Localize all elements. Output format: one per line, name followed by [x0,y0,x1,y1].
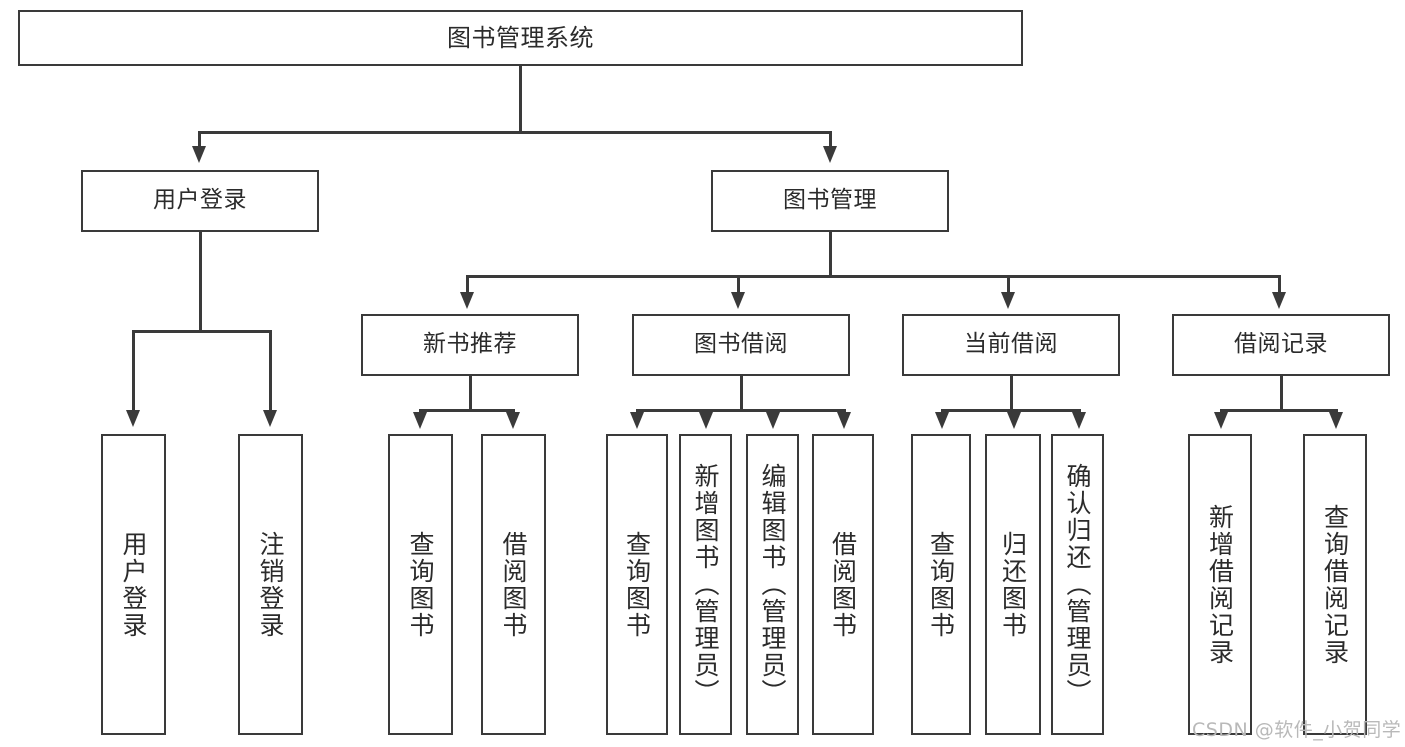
node-label: 查询图书 [406,530,435,639]
node-new-book-recommend[interactable]: 新书推荐 [361,314,579,376]
connector-current-to-leaf-3 [1078,409,1081,414]
arrow-to-user-login [192,146,206,163]
connector-user-login-bus [132,330,269,333]
node-current-borrow[interactable]: 当前借阅 [902,314,1120,376]
leaf-query-books-borrow[interactable]: 查询图书 [606,434,668,735]
arrow-to-leaf-confirm-return [1072,412,1086,429]
connector-book-mgmt-bus [466,275,1281,278]
connector-records-to-leaf-2 [1335,409,1338,414]
connector-root-to-book-mgmt [829,131,832,148]
leaf-add-borrow-record[interactable]: 新增借阅记录 [1188,434,1252,735]
node-label: 借阅图书 [499,530,528,639]
leaf-query-books-current[interactable]: 查询图书 [911,434,971,735]
connector-borrow-to-leaf-3 [772,409,775,414]
node-label: 借阅记录 [1234,331,1328,358]
node-label: 查询借阅记录 [1320,503,1350,666]
arrow-to-leaf-query-books-1 [413,412,427,429]
node-label: 图书管理 [783,187,877,214]
leaf-confirm-return-admin[interactable]: 确认归还（管理员） [1051,434,1104,735]
connector-borrow-to-leaf-2 [705,409,708,414]
leaf-borrow-books-borrow[interactable]: 借阅图书 [812,434,874,735]
arrow-to-leaf-edit-book [766,412,780,429]
arrow-to-leaf-return-book [1007,412,1021,429]
leaf-user-login[interactable]: 用户登录 [101,434,166,735]
connector-book-mgmt-to-new-books [466,275,469,294]
arrow-to-leaf-logout [263,410,277,427]
connector-root-bus [198,131,831,134]
connector-current-drop [1010,376,1013,410]
node-label: 注销登录 [256,530,285,639]
leaf-query-borrow-record[interactable]: 查询借阅记录 [1303,434,1367,735]
arrow-to-leaf-query-books-3 [935,412,949,429]
connector-borrow-to-leaf-4 [843,409,846,414]
node-label: 图书管理系统 [447,23,594,52]
leaf-add-book-admin[interactable]: 新增图书（管理员） [679,434,732,735]
node-label: 当前借阅 [964,331,1058,358]
connector-current-to-leaf-1 [941,409,944,414]
connector-borrow-to-leaf-1 [636,409,639,414]
node-book-management[interactable]: 图书管理 [711,170,949,232]
node-borrow-records[interactable]: 借阅记录 [1172,314,1390,376]
leaf-edit-book-admin[interactable]: 编辑图书（管理员） [746,434,799,735]
connector-new-books-to-leaf-1 [419,409,422,414]
arrow-to-leaf-add-book [699,412,713,429]
node-label: 新书推荐 [423,331,517,358]
leaf-query-books-newbook[interactable]: 查询图书 [388,434,453,735]
node-label: 归还图书 [998,530,1028,639]
arrow-to-current-borrow [1001,292,1015,309]
connector-records-to-leaf-1 [1220,409,1223,414]
node-label: 用户登录 [119,530,148,639]
arrow-to-leaf-add-record [1214,412,1228,429]
node-label: 借阅图书 [828,530,858,639]
arrow-to-leaf-borrow-books-2 [837,412,851,429]
connector-new-books-to-leaf-2 [512,409,515,414]
connector-user-login-drop [199,232,202,331]
leaf-return-book[interactable]: 归还图书 [985,434,1041,735]
connector-book-mgmt-drop [829,232,832,276]
connector-root-to-user-login [198,131,201,148]
arrow-to-borrow-records [1272,292,1286,309]
node-user-login[interactable]: 用户登录 [81,170,319,232]
connector-user-login-to-leaf-1 [132,330,135,412]
connector-records-bus [1220,409,1337,412]
node-label: 编辑图书（管理员） [758,463,787,706]
node-label: 图书借阅 [694,331,788,358]
node-label: 新增借阅记录 [1205,503,1235,666]
arrow-to-leaf-query-books-2 [630,412,644,429]
node-label: 用户登录 [153,187,247,214]
connector-book-mgmt-to-borrow [737,275,740,294]
leaf-borrow-books-newbook[interactable]: 借阅图书 [481,434,546,735]
node-book-borrow[interactable]: 图书借阅 [632,314,850,376]
arrow-to-leaf-query-record [1329,412,1343,429]
connector-root-drop [519,66,522,132]
node-root-book-management-system[interactable]: 图书管理系统 [18,10,1023,66]
connector-borrow-bus [636,409,843,412]
connector-borrow-drop [740,376,743,410]
node-label: 查询图书 [926,530,956,639]
connector-current-to-leaf-2 [1013,409,1016,414]
connector-current-bus [941,409,1081,412]
leaf-logout[interactable]: 注销登录 [238,434,303,735]
node-label: 新增图书（管理员） [691,463,720,706]
connector-new-books-bus [419,409,515,412]
connector-records-drop [1280,376,1283,410]
connector-book-mgmt-to-records [1278,275,1281,294]
arrow-to-leaf-borrow-books-1 [506,412,520,429]
arrow-to-leaf-user-login [126,410,140,427]
connector-book-mgmt-to-current [1007,275,1010,294]
arrow-to-book-mgmt [823,146,837,163]
connector-new-books-drop [469,376,472,410]
node-label: 查询图书 [622,530,652,639]
arrow-to-borrow [731,292,745,309]
node-label: 确认归还（管理员） [1063,463,1092,706]
connector-user-login-to-leaf-2 [269,330,272,412]
arrow-to-new-books [460,292,474,309]
